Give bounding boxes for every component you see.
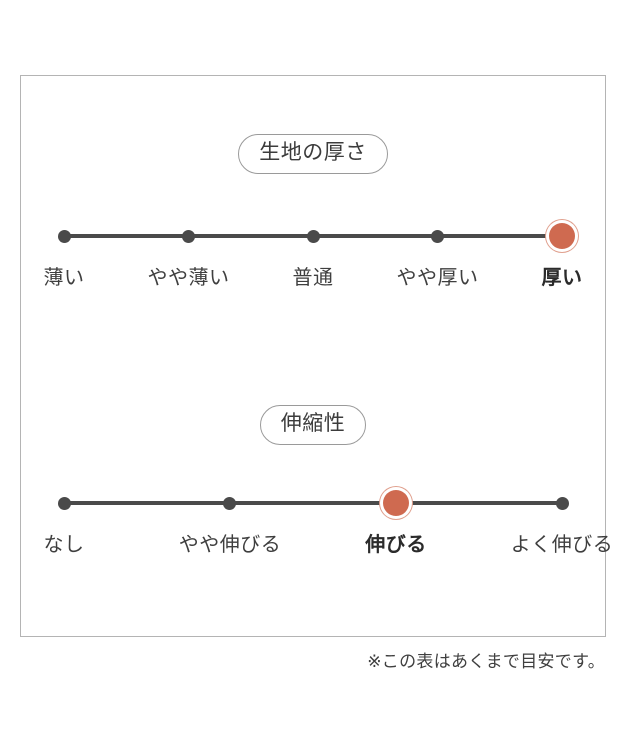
scale-dot-thickness-3[interactable] [431,229,444,243]
fabric-spec-panel: 生地の厚さ 薄い やや薄い 普通 やや厚い 厚い 伸縮性 [20,75,613,637]
scale-dot-thickness-2[interactable] [306,229,320,243]
scale-label-thickness-2: 普通 [292,267,334,289]
scale-dot-stretch-0[interactable] [57,496,71,510]
footnote-disclaimer: ※この表はあくまで目安です。 [367,652,605,671]
scale-label-thickness-0: 薄い [43,267,85,289]
scale-badge-stretch: 伸縮性 [259,405,367,446]
scale-label-stretch-0: なし [43,534,85,556]
scale-track-thickness [57,221,575,251]
scale-label-stretch-3: よく伸びる [510,534,614,556]
scale-dot-thickness-1[interactable] [182,229,195,243]
scale-label-stretch-2-selected: 伸びる [365,534,427,556]
scale-track-stretch [57,488,569,518]
scale-labels-stretch: なし やや伸びる 伸びる よく伸びる [44,532,613,562]
scale-label-thickness-4-selected: 厚い [541,267,583,289]
scale-dot-stretch-1[interactable] [223,496,237,510]
scale-dot-thickness-4-selected[interactable] [549,223,575,249]
scale-dot-stretch-3[interactable] [555,496,569,510]
scale-label-thickness-1: やや薄い [147,267,230,289]
scale-badge-thickness: 生地の厚さ [238,134,388,175]
scale-dot-stretch-2-selected[interactable] [382,490,409,516]
scale-line-stretch [64,501,562,505]
scale-labels-thickness: 薄い やや薄い 普通 やや厚い 厚い [44,265,583,295]
scale-badge-row-thickness: 生地の厚さ [21,134,605,175]
scale-label-thickness-3: やや厚い [396,267,479,289]
scale-label-stretch-1: やや伸びる [178,534,282,556]
scale-dot-thickness-0[interactable] [57,229,71,243]
scale-badge-row-stretch: 伸縮性 [21,405,605,446]
